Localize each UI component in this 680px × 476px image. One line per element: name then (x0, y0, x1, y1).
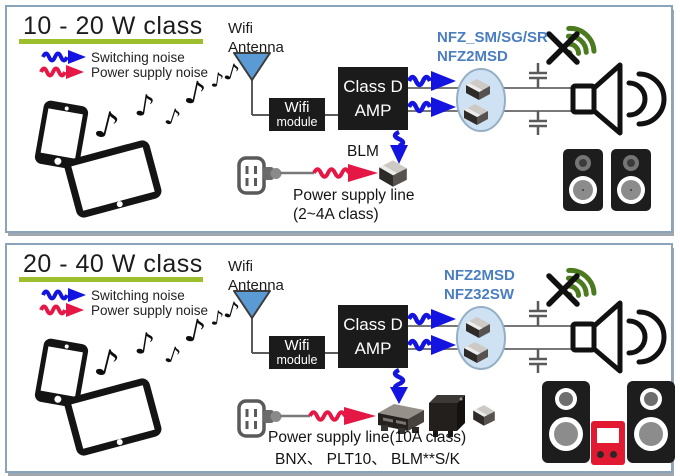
bookshelf-speaker-icon (611, 149, 651, 211)
title-underline (19, 277, 203, 282)
circuit-diagram (233, 25, 667, 195)
panel-title: 20 - 40 W class (23, 250, 203, 278)
wifi-muted-icon (546, 25, 597, 65)
switching-noise-arrow-icon (41, 50, 86, 64)
power-noise-arrow-icon (39, 303, 84, 317)
panel-20-40w: 20 - 40 W class Switching noise Power su… (5, 243, 675, 473)
ferrite-chip-icon (466, 317, 490, 338)
plug-icon (270, 411, 282, 422)
stereo-unit-icon (591, 421, 625, 465)
tower-speaker-icon (542, 381, 590, 463)
title-underline (19, 39, 203, 44)
speaker-horn-icon (570, 62, 667, 136)
antenna-wire (251, 317, 338, 354)
wifi-antenna-icon (233, 290, 271, 319)
wifi-antenna-icon (233, 52, 271, 81)
blm-chip-icon (473, 405, 495, 426)
outlet-icon (237, 156, 266, 195)
plug-icon (270, 168, 282, 179)
power-noise-arrow-icon (312, 164, 378, 182)
switching-noise-arrow-icon (406, 71, 456, 91)
bnx-filter-icon (378, 404, 424, 434)
woofer (617, 176, 645, 204)
switching-noise-arrow-icon (406, 309, 456, 329)
x-cross-icon (546, 31, 580, 65)
wifi-module-box: Wifi module (269, 98, 325, 131)
outlet-icon (237, 399, 266, 438)
legend-power-label: Power supply noise (91, 65, 209, 80)
bookshelf-speaker-icon (563, 149, 603, 211)
bead-part-label: BLM (347, 143, 379, 160)
plug-icon (263, 167, 274, 180)
stereo-screen (597, 428, 619, 443)
blm-chip-icon (379, 160, 407, 187)
plt-transformer-icon (429, 395, 465, 437)
legend-switching-label: Switching noise (91, 50, 185, 65)
plug-icon (263, 410, 274, 423)
filter-part-numbers: NFZ_SM/SG/SR NFZ2MSD (437, 29, 548, 65)
wifi-antenna-label: Wifi Antenna (228, 258, 284, 294)
tweeter (640, 388, 662, 410)
ferrite-chip-icon (466, 79, 490, 100)
woofer (549, 417, 583, 451)
switching-noise-arrow-icon (406, 335, 456, 355)
power-supply-line-text: Power supply line (293, 187, 415, 204)
x-cross-icon (546, 273, 580, 307)
tweeter (575, 155, 591, 171)
tweeter (555, 388, 577, 410)
wifi-muted-icon (546, 267, 597, 307)
stereo-button (597, 451, 604, 458)
class-d-amp-box: Class D AMP (338, 305, 408, 368)
panel-title: 10 - 20 W class (23, 12, 203, 40)
vertical-noise-arrow-icon (390, 367, 408, 404)
circuit-diagram (233, 267, 667, 438)
power-supply-class-text: (2~4A class) (293, 206, 379, 223)
stereo-button (610, 451, 617, 458)
vertical-noise-arrow-icon (390, 129, 408, 164)
ferrite-chip-icon (464, 342, 488, 363)
wifi-antenna-label: Wifi Antenna (228, 20, 284, 56)
woofer (634, 417, 668, 451)
tower-speaker-icon (627, 381, 675, 463)
legend-switching-label: Switching noise (91, 288, 185, 303)
tweeter (623, 155, 639, 171)
switching-noise-arrow-icon (41, 288, 86, 302)
capacitor-icon (529, 301, 547, 373)
antenna-wire (251, 79, 338, 116)
switching-noise-arrow-icon (406, 97, 456, 117)
panel-10-20w: 10 - 20 W class Switching noise Power su… (5, 5, 673, 233)
filter-part-numbers: NFZ2MSD NFZ32SW (444, 267, 515, 303)
legend-power-label: Power supply noise (91, 303, 209, 318)
power-noise-arrow-icon (39, 65, 84, 79)
wifi-module-box: Wifi module (269, 336, 325, 369)
woofer (569, 176, 597, 204)
ferrite-chip-icon (464, 104, 488, 125)
power-noise-arrow-icon (308, 407, 376, 425)
capacitor-icon (529, 63, 547, 135)
speaker-horn-icon (570, 300, 667, 374)
class-d-amp-box: Class D AMP (338, 67, 408, 130)
power-supply-parts-text: BNX、 PLT10、 BLM**S/K (275, 451, 460, 468)
power-supply-line-text: Power supply line(10A class) (268, 429, 467, 446)
